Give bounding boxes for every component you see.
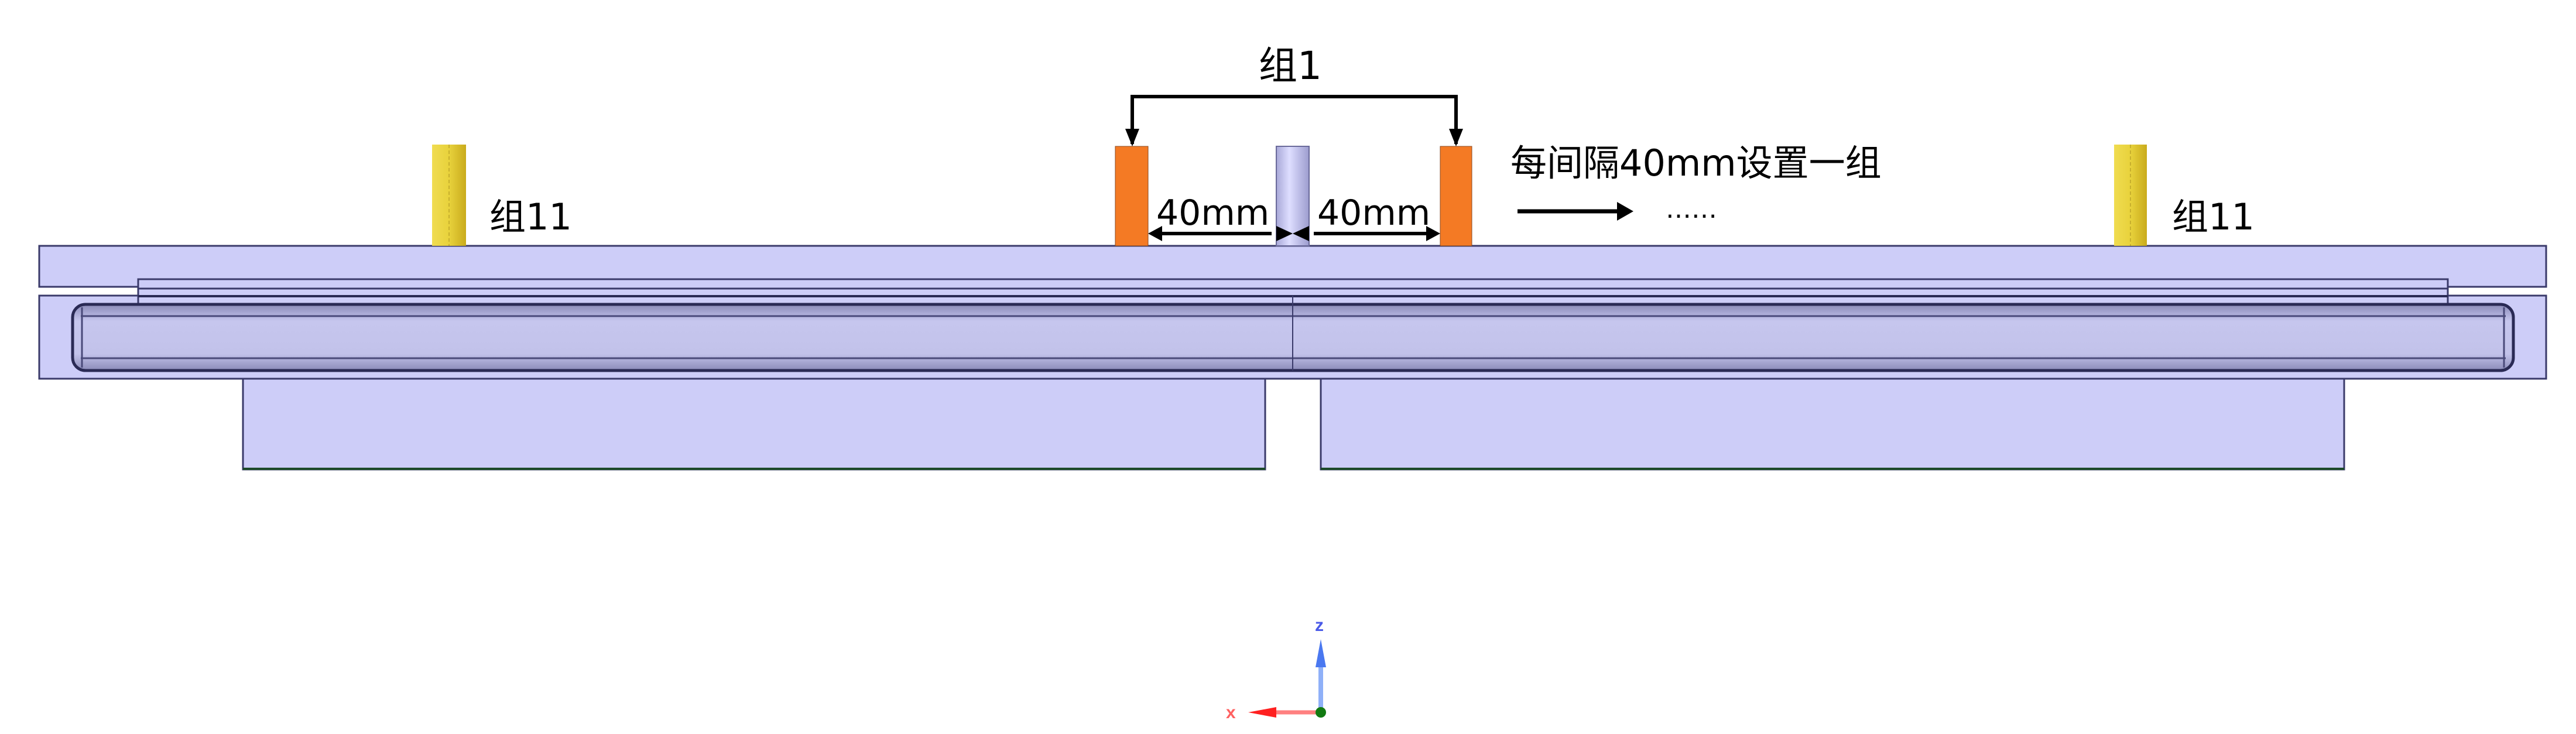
orange-post-left [1115,146,1149,246]
continuation-arrow [1517,202,1633,221]
lower-block-right [1320,369,2345,471]
z-axis-label: z [1315,616,1324,635]
spacing-note: 每间隔40mm设置一组 [1510,142,1882,184]
z-axis-arrowhead [1316,639,1326,667]
group1-label: 组1 [1259,43,1322,88]
dimension-label-left: 40mm [1156,193,1269,234]
group11-label-right: 组11 [2172,195,2255,238]
dimension-arrow-left [1148,226,1293,241]
lower-block-left [242,369,1266,471]
dimension-label-right: 40mm [1317,193,1430,234]
group11-label-left: 组11 [489,195,572,238]
bracket-arrow-left [1125,129,1139,146]
bracket-arrow-right [1449,129,1463,146]
axis-triad: z x [1226,616,1326,722]
group1-bracket [1131,95,1458,144]
x-axis-arrowhead [1248,707,1276,718]
origin-dot [1316,707,1326,718]
x-axis-label: x [1226,703,1236,722]
dimension-arrow-right [1293,226,1440,241]
ellipsis-label: …… [1666,194,1717,224]
orange-post-right [1440,146,1472,246]
